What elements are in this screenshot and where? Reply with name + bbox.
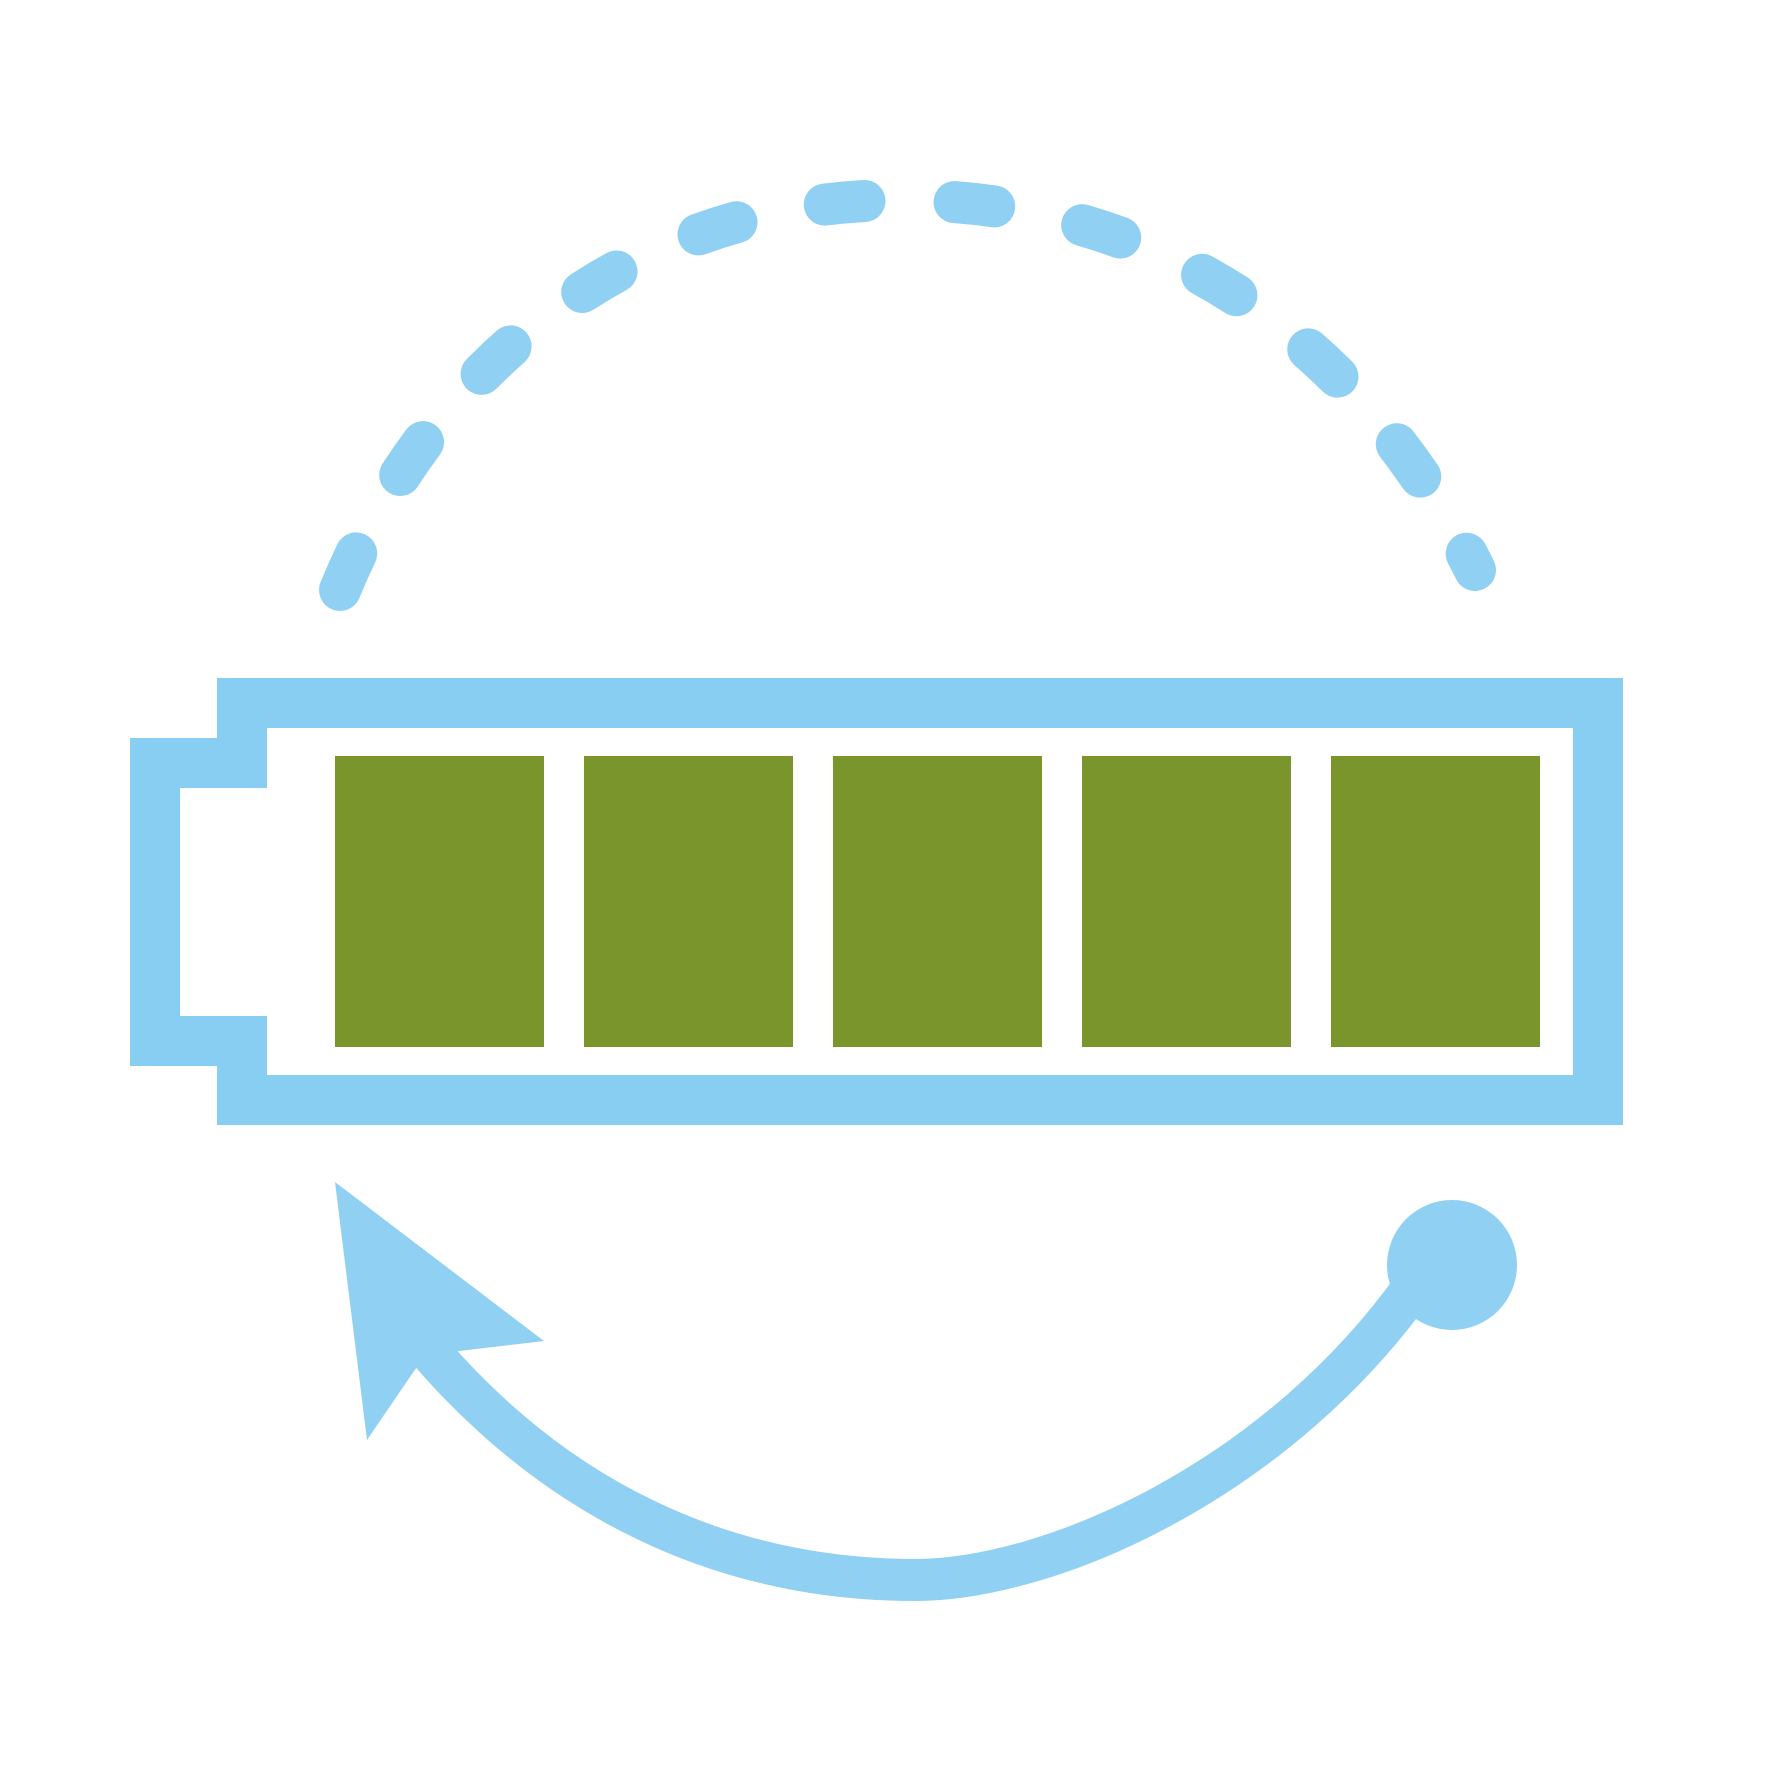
charge-segment	[1082, 756, 1291, 1047]
charge-segment	[833, 756, 1042, 1047]
battery-outline-icon	[130, 678, 1623, 1125]
arrow-arc	[403, 1266, 1438, 1602]
charge-segment	[335, 756, 544, 1047]
charge-segments	[335, 756, 1540, 1047]
arrow-head-icon	[335, 1182, 544, 1440]
dashed-arc-icon	[319, 178, 1496, 611]
charge-segment	[584, 756, 793, 1047]
charge-segment	[1331, 756, 1540, 1047]
arrow-origin-dot-icon	[1387, 1200, 1517, 1330]
